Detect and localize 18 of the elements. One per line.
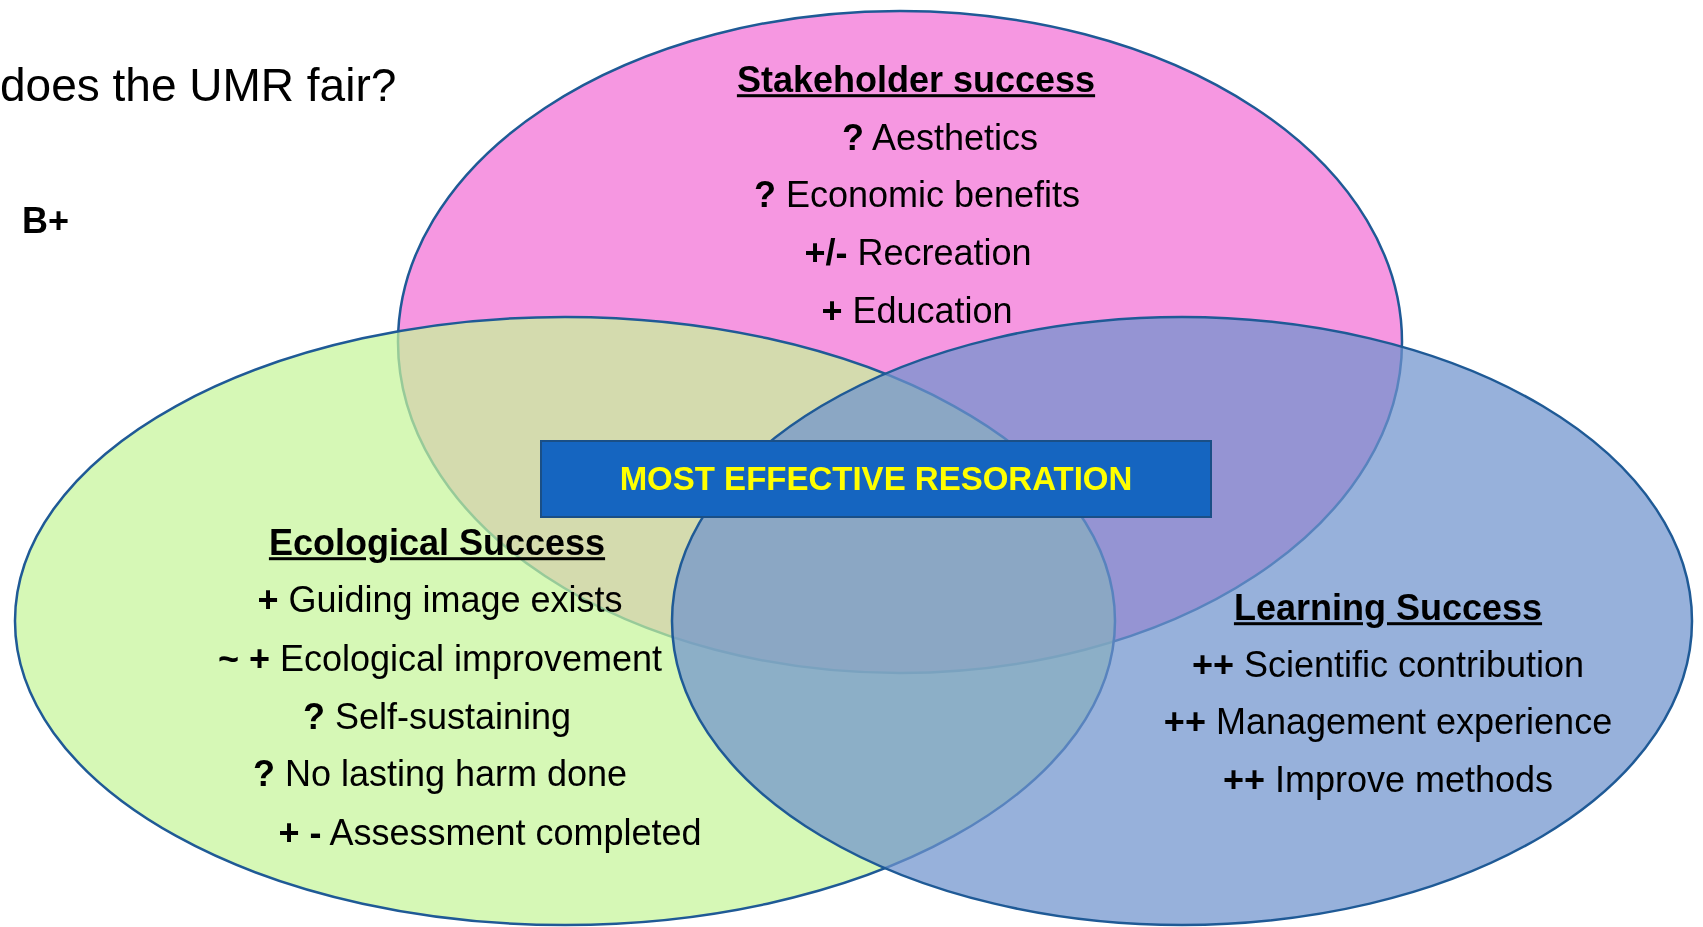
slide-title: does the UMR fair? xyxy=(0,58,397,112)
circle-heading: Stakeholder success xyxy=(736,60,1096,100)
criterion-item: ++ Improve methods xyxy=(1222,760,1554,800)
grade-label: B+ xyxy=(22,200,70,242)
criterion-item: ? Aesthetics xyxy=(841,118,1039,158)
criterion-item: ? Economic benefits xyxy=(753,175,1081,215)
circle-heading: Learning Success xyxy=(1233,588,1543,628)
criterion-item: ? No lasting harm done xyxy=(252,754,628,794)
circle-heading: Ecological Success xyxy=(268,523,606,563)
criterion-item: ++ Scientific contribution xyxy=(1191,645,1585,685)
criterion-item: ~ + Ecological improvement xyxy=(217,639,663,679)
criterion-item: + Education xyxy=(821,291,1013,331)
criterion-item: + - Assessment completed xyxy=(278,813,702,853)
banner-text: MOST EFFECTIVE RESORATION xyxy=(619,460,1133,498)
criterion-item: +/- Recreation xyxy=(804,233,1032,273)
criterion-item: ? Self-sustaining xyxy=(302,697,572,737)
criterion-item: ++ Management experience xyxy=(1163,702,1613,742)
criterion-item: + Guiding image exists xyxy=(257,580,623,620)
